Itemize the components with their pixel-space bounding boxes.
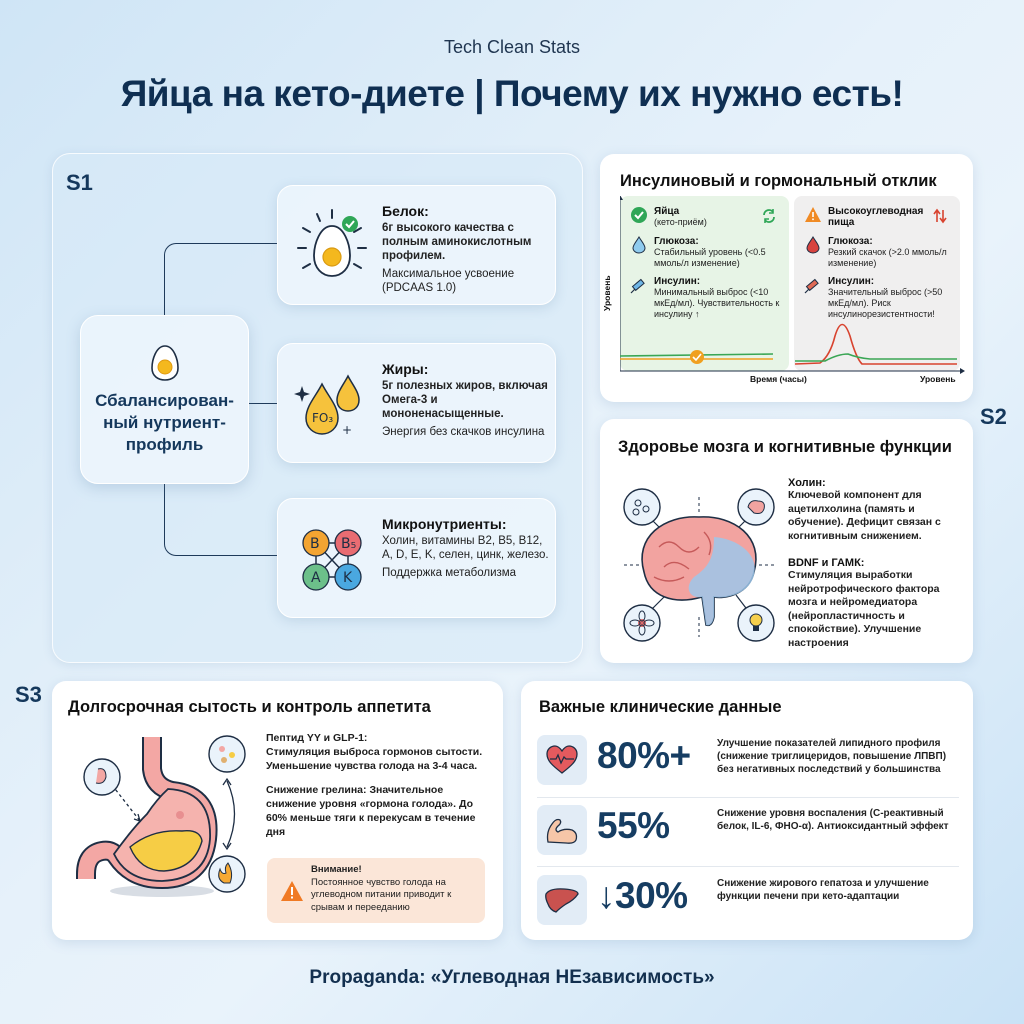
- refresh-icon: [763, 209, 775, 223]
- satiety-card: Долгосрочная сытость и контроль аппетита…: [52, 681, 503, 940]
- vitamins-icon: B B₅ A K: [290, 517, 374, 601]
- syringe-icon: [630, 278, 645, 294]
- brain-health-card: Здоровье мозга и когнитивные функции Хол…: [600, 419, 973, 663]
- bdnf-body: Стимуляция выработки нейротрофического ф…: [788, 569, 940, 649]
- response-curves: [620, 196, 965, 374]
- peptide-block: Пептид YY и GLP-1:Стимуляция выброса гор…: [266, 732, 483, 772]
- protein-card: Белок: 6г высокого качества с полным ами…: [277, 185, 556, 305]
- keto-glucose-title: Глюкоза:: [654, 236, 699, 247]
- protein-body: 6г высокого качества с полным аминокисло…: [382, 222, 532, 262]
- micronutrients-body: Холин, витамины B2, B5, B12, A, D, E, K,…: [382, 535, 549, 561]
- connector-line: [164, 484, 278, 556]
- svg-text:FO₃: FO₃: [312, 411, 333, 425]
- protein-note: Максимальное усвоение (PDCAAS 1.0): [382, 268, 515, 294]
- brain-title: Здоровье мозга и когнитивные функции: [618, 438, 952, 456]
- connector-line: [164, 243, 278, 315]
- section-label-s3: S3: [15, 682, 42, 707]
- divider: [537, 866, 959, 867]
- carb-insulin-body: Значительный выброс (>50 мкЕд/мл). Риск …: [828, 287, 943, 319]
- clinical-data-card: Важные клинические данные 80%+ Улучшение…: [521, 681, 973, 940]
- stat-row: 80%+ Улучшение показателей липидного про…: [537, 731, 959, 791]
- svg-text:K: K: [343, 570, 353, 586]
- carb-glucose-body: Резкий скачок (>2.0 ммоль/л изменение): [828, 247, 947, 268]
- carb-insulin-title: Инсулин:: [828, 276, 875, 287]
- brand-label: Tech Clean Stats: [443, 37, 581, 57]
- bdnf-title: BDNF и ГАМК:: [788, 557, 865, 569]
- fats-card: FO₃ + Жиры: 5г полезных жиров, включая О…: [277, 343, 556, 463]
- warning-body: Постоянное чувство голода на углеводном …: [311, 876, 452, 913]
- stat-row: ↓30% Снижение жирового гепатоза и улучше…: [537, 871, 959, 931]
- svg-text:B₅: B₅: [341, 536, 356, 552]
- micronutrients-title: Микронутриенты:: [382, 516, 507, 532]
- stat-value: 55%: [597, 805, 670, 846]
- stat-value: 80%+: [597, 735, 691, 776]
- fats-title: Жиры:: [382, 361, 429, 377]
- svg-text:+: +: [342, 423, 352, 437]
- insulin-response-card: Инсулиновый и гормональный отклик Яйца(к…: [600, 154, 973, 402]
- carb-pane: Высокоуглеводная пища Глюкоза:Резкий ска…: [794, 196, 960, 371]
- keto-glucose-body: Стабильный уровень (<0.5 ммоль/л изменен…: [654, 247, 766, 268]
- keto-subheading: (кето-приём): [654, 217, 707, 227]
- heart-pulse-icon: [537, 735, 587, 785]
- insulin-title: Инсулиновый и гормональный отклик: [620, 172, 937, 190]
- keto-insulin-body: Минимальный выброс (<10 мкЕд/мл). Чувств…: [654, 287, 780, 319]
- clinical-title: Важные клинические данные: [539, 698, 782, 716]
- stat-description: Снижение жирового гепатоза и улучшение ф…: [717, 878, 929, 902]
- syringe-icon: [804, 278, 819, 294]
- blood-drop-icon: [806, 236, 820, 254]
- page-title: Яйца на кето-диете | Почему их нужно ест…: [120, 73, 904, 114]
- footer-slogan: Propaganda: «Углеводная НЕзависимость»: [309, 967, 715, 988]
- stat-description: Улучшение показателей липидного профиля …: [717, 738, 947, 775]
- carb-heading: Высокоуглеводная пища: [828, 206, 924, 228]
- warning-box: Внимание!Постоянное чувство голода на уг…: [267, 858, 485, 923]
- water-drop-icon: [632, 236, 646, 254]
- liver-icon: [537, 875, 587, 925]
- stat-row: 55% Снижение уровня воспаления (С-реакти…: [537, 801, 959, 861]
- muscle-icon: [537, 805, 587, 855]
- choline-body: Ключевой компонент для ацетилхолина (пам…: [788, 489, 941, 542]
- svg-text:A: A: [311, 570, 321, 586]
- keto-heading: Яйца: [654, 206, 680, 217]
- egg-icon: [150, 344, 179, 381]
- satiety-title: Долгосрочная сытость и контроль аппетита: [68, 698, 431, 716]
- micronutrients-card: B B₅ A K Микронутриенты: Холин, витамины…: [277, 498, 556, 618]
- fats-note: Энергия без скачков инсулина: [382, 426, 545, 438]
- stat-description: Снижение уровня воспаления (С-реактивный…: [717, 808, 949, 832]
- keto-pane: Яйца(кето-приём) Глюкоза:Стабильный уров…: [620, 196, 789, 371]
- keto-insulin-title: Инсулин:: [654, 276, 701, 287]
- warning-icon: [805, 207, 821, 222]
- svg-text:B: B: [310, 536, 320, 552]
- warning-icon: [281, 881, 303, 901]
- stat-value: ↓30%: [597, 875, 688, 916]
- check-circle-icon: [631, 207, 647, 223]
- choline-title: Холин:: [788, 477, 826, 489]
- section-label-s1: S1: [66, 170, 93, 195]
- nutrient-profile-hub: Сбалансирован-ный нутриент-профиль: [80, 315, 249, 484]
- divider: [537, 797, 959, 798]
- hub-label: Сбалансирован-ный нутриент-профиль: [95, 390, 234, 454]
- fats-body: 5г полезных жиров, включая Омега-3 и мон…: [382, 380, 548, 420]
- micronutrients-note: Поддержка метаболизма: [382, 567, 517, 579]
- protein-title: Белок:: [382, 203, 429, 219]
- section-label-s2: S2: [980, 404, 1007, 429]
- egg-check-icon: [290, 204, 374, 288]
- fat-drops-icon: FO₃ +: [290, 362, 374, 446]
- brain-illustration-icon: [623, 488, 775, 642]
- ghrelin-block: Снижение грелина: Значительное снижение …: [266, 784, 476, 838]
- insulin-chart: Яйца(кето-приём) Глюкоза:Стабильный уров…: [602, 196, 965, 384]
- x-axis-label: Время (часы): [750, 374, 807, 384]
- connector-line: [249, 403, 278, 404]
- y-axis-label: Уровень: [602, 275, 612, 311]
- warning-title: Внимание!: [311, 864, 362, 875]
- carb-glucose-title: Глюкоза:: [828, 236, 873, 247]
- x-axis-end-label: Уровень: [920, 374, 956, 384]
- swap-arrows-icon: [933, 208, 947, 224]
- stomach-illustration-icon: [76, 735, 246, 897]
